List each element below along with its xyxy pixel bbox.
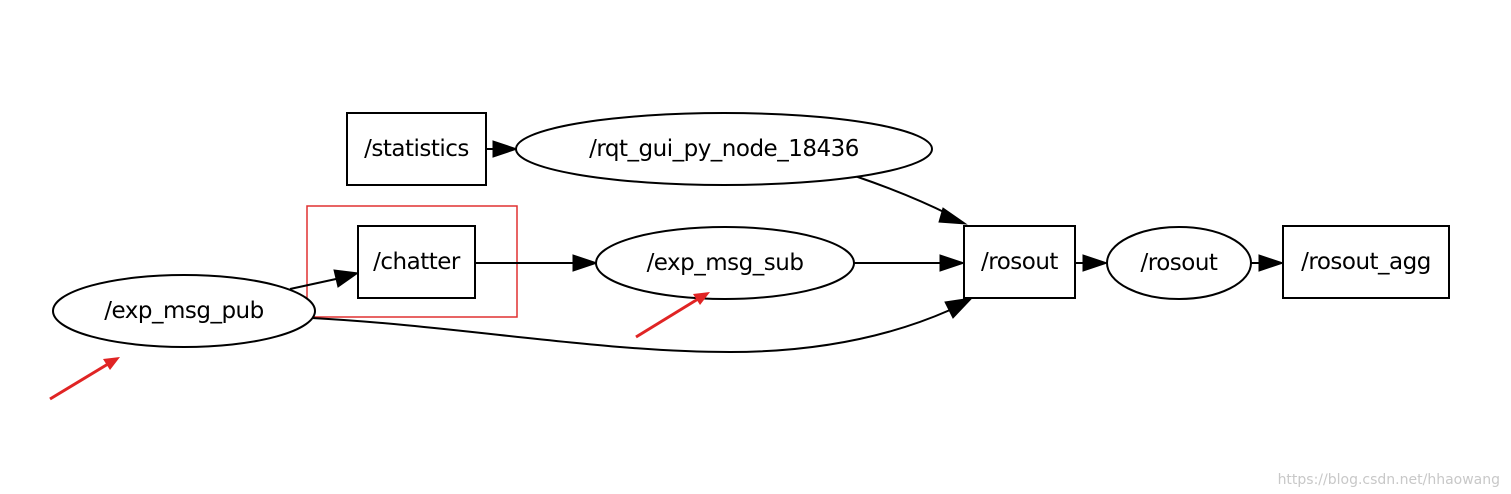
node-label: /statistics (364, 136, 469, 162)
node-statistics: /statistics (346, 112, 487, 186)
node-label: /rqt_gui_py_node_18436 (589, 136, 859, 162)
node-rqt-gui: /rqt_gui_py_node_18436 (515, 112, 933, 186)
edges (289, 140, 1285, 354)
arrowhead-chatter-to-sub (572, 254, 599, 272)
annotation-arrow-pub (49, 357, 120, 401)
node-ellipse (1106, 226, 1252, 300)
edge-pub-to-chatter (289, 278, 337, 290)
edge-rqt-to-rosout (854, 175, 951, 216)
annotation-arrow-sub (635, 292, 710, 339)
arrowhead-statistics-to-rqt (492, 140, 519, 158)
watermark-text: https://blog.csdn.net/hhaowang (1278, 472, 1500, 488)
node-label: /rosout (1141, 250, 1218, 276)
topic-box (346, 112, 487, 186)
annotation-arrow-head (693, 292, 710, 305)
node-label: /chatter (373, 249, 461, 275)
annotation-arrow-head (103, 357, 120, 370)
arrowhead-rosout-to-agg (1258, 254, 1285, 272)
node-ellipse (595, 226, 855, 300)
arrowhead-pub-to-chatter (333, 269, 360, 288)
node-ellipse (52, 274, 316, 348)
topic-box (1282, 225, 1450, 299)
annotation-arrow-line (635, 297, 699, 339)
arrowhead-pub-to-rosout (944, 297, 974, 319)
arrowhead-sub-to-rosout (939, 254, 966, 272)
node-rosout-topic: /rosout (963, 225, 1076, 299)
node-rosout-agg: /rosout_agg (1282, 225, 1450, 299)
edge-pub-to-rosout (311, 309, 951, 354)
node-label: /rosout_agg (1301, 249, 1431, 275)
node-ellipse (515, 112, 933, 186)
node-chatter: /chatter (357, 225, 476, 299)
arrowhead-rosout-box-to-ellipse (1082, 254, 1109, 272)
topic-box (357, 225, 476, 299)
node-exp-msg-pub: /exp_msg_pub (52, 274, 316, 348)
node-label: /exp_msg_sub (647, 250, 804, 276)
node-label: /exp_msg_pub (104, 298, 263, 324)
node-exp-msg-sub: /exp_msg_sub (595, 226, 855, 300)
arrowhead-rqt-to-rosout (938, 207, 968, 225)
chatter-highlight-box (306, 205, 518, 318)
node-label: /rosout (981, 249, 1058, 275)
annotation-arrow-line (49, 362, 109, 401)
topic-box (963, 225, 1076, 299)
node-rosout: /rosout (1106, 226, 1252, 300)
